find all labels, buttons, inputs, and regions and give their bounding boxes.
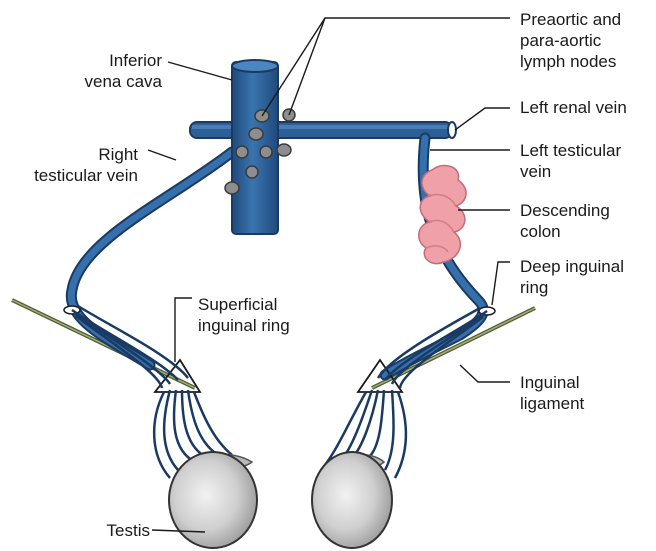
label-testis: Testis bbox=[107, 520, 150, 541]
leader-deep-inguinal-ring bbox=[492, 262, 510, 305]
leader-right-testicular-vein bbox=[148, 150, 176, 160]
leader-ivc bbox=[168, 62, 232, 80]
lymph-node bbox=[236, 146, 248, 158]
lymph-node bbox=[260, 146, 272, 158]
label-inferior-vena-cava: Inferior vena cava bbox=[85, 50, 163, 92]
lymph-node bbox=[246, 166, 258, 178]
label-deep-inguinal-ring: Deep inguinal ring bbox=[520, 256, 624, 298]
label-left-renal-vein: Left renal vein bbox=[520, 97, 627, 118]
label-preaortic-nodes: Preaortic and para-aortic lymph nodes bbox=[520, 9, 621, 72]
lymph-node bbox=[277, 144, 291, 156]
label-inguinal-ligament: Inguinal ligament bbox=[520, 372, 584, 414]
label-descending-colon: Descending colon bbox=[520, 200, 610, 242]
label-left-testicular-vein: Left testicular vein bbox=[520, 140, 621, 182]
descending-colon bbox=[419, 165, 466, 263]
lymph-node bbox=[249, 128, 263, 140]
leader-inguinal-ligament bbox=[460, 365, 510, 382]
leader-superficial-ring bbox=[175, 298, 192, 362]
left-renal-vein bbox=[190, 122, 452, 138]
lymph-node bbox=[225, 182, 239, 194]
testis-left bbox=[169, 452, 257, 548]
leader-preaortic bbox=[262, 18, 510, 116]
leader-left-renal-vein bbox=[455, 108, 510, 130]
label-right-testicular-vein: Right testicular vein bbox=[34, 144, 138, 186]
testis-right bbox=[312, 452, 392, 548]
label-superficial-inguinal-ring: Superficial inguinal ring bbox=[198, 294, 290, 336]
